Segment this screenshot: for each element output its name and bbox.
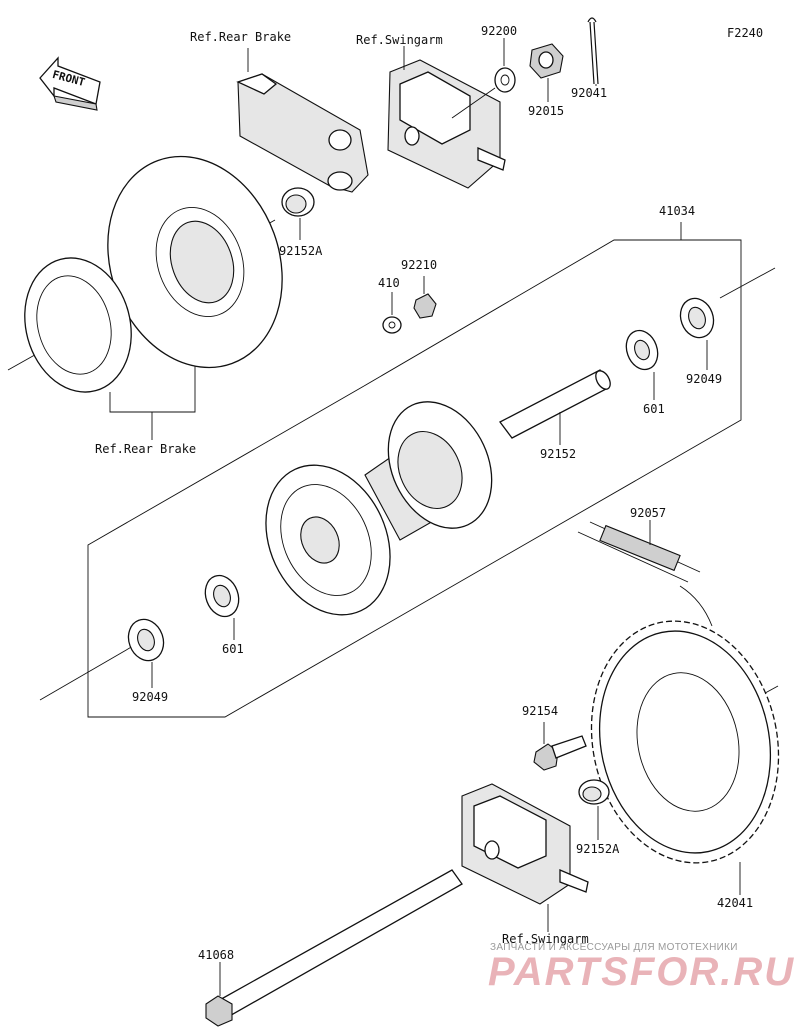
label-92152A-bottom: 92152A [576,842,620,856]
nut-92210 [413,293,437,319]
watermark-tagline: ЗАПЧАСТИ И АКСЕССУАРЫ ДЛЯ МОТОТЕХНИКИ [490,942,738,953]
collar-92152A-bottom [578,779,610,805]
watermark-brand: PARTSFOR.RU [488,950,796,994]
brake-disc [107,155,283,369]
rear-sprocket-42041 [590,620,780,864]
label-92049-left: 92049 [132,690,169,704]
label-92200: 92200 [481,24,518,38]
label-ref-rear-brake-top: Ref.Rear Brake [190,30,292,44]
bolt-92154 [533,735,587,771]
wheel-hub [265,401,493,616]
assembly-frame-41034 [87,222,742,718]
label-ref-swingarm-top: Ref.Swingarm [356,33,443,47]
chain-adjuster-block-bottom [461,783,589,905]
oil-seal-92049-left [127,618,165,662]
washer-92200 [494,67,516,93]
label-ref-swingarm-bottom: Ref.Swingarm [502,932,589,946]
label-92152: 92152 [540,447,577,461]
bearing-601-left [204,574,240,618]
label-92057: 92057 [630,506,667,520]
label-410: 410 [378,276,400,290]
leader-ref-rear-brake-bottom [109,366,196,413]
bearing-601-right [625,329,659,371]
brake-gasket-plate [24,257,132,393]
front-arrow-icon [39,56,101,111]
diagram-code: F2240 [727,26,764,40]
cotter-pin-92041 [587,17,599,85]
label-92041: 92041 [571,86,608,100]
washer-410 [382,316,402,334]
drive-chain-92057 [577,521,713,627]
label-42041: 42041 [717,896,754,910]
label-92015: 92015 [528,104,565,118]
oil-seal-92049-right [679,297,715,339]
label-92154: 92154 [522,704,559,718]
collar-92152A-top [281,187,315,217]
label-41068: 41068 [198,948,235,962]
brake-caliper-bracket [236,73,369,193]
hub-axis-line-left [39,641,141,701]
label-92049-right: 92049 [686,372,723,386]
label-601-left: 601 [222,642,244,656]
chain-adjuster-block-top [387,59,506,189]
label-41034: 41034 [659,204,696,218]
spacer-tube-92152 [499,369,611,439]
label-92210: 92210 [401,258,438,272]
hub-axis-line-right [719,267,776,299]
label-ref-rear-brake-bottom: Ref.Rear Brake [95,442,197,456]
label-601-right: 601 [643,402,665,416]
label-92152A-top: 92152A [279,244,323,258]
axle-41068 [205,869,463,1027]
